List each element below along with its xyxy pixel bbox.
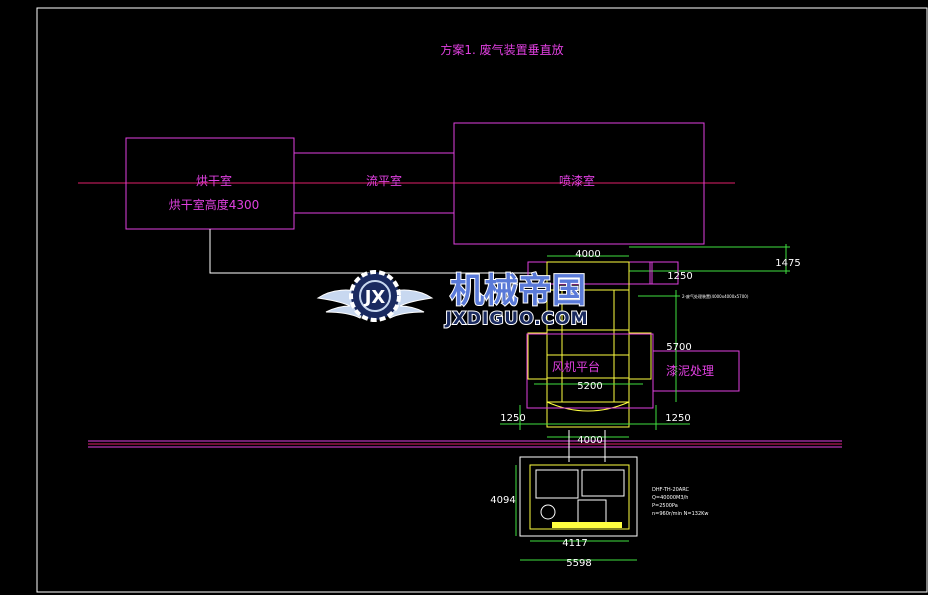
tower-side-box-left: [527, 332, 548, 380]
dim-upper-height: 1250: [667, 271, 692, 282]
sludge-treatment-box: [652, 350, 740, 392]
dim-unit-height: 4094: [490, 495, 515, 506]
spray-room-box: [453, 122, 705, 245]
upper-module-box-2: [649, 261, 679, 285]
spray-room-label: 喷漆室: [559, 173, 595, 188]
fan-base-plate: [552, 522, 622, 528]
tower-side-box-right: [628, 332, 652, 380]
leader-note: 2-废气处理装置(4000x4000x5700): [682, 293, 749, 299]
dim-base-width: 4000: [577, 435, 602, 446]
dim-left-ext: 1250: [500, 413, 525, 424]
watermark-domain: JXDIGUO.COM: [444, 309, 588, 329]
dim-top-width: 4000: [575, 249, 600, 260]
fan-unit-inner: [529, 464, 630, 530]
dim-mid-width: 5200: [577, 381, 602, 392]
fan-spec-line-3: P=2500Pa: [652, 503, 678, 509]
drawing-title: 方案1. 废气装置垂直放: [440, 42, 563, 57]
fan-spec-line-2: Q=40000M3/h: [652, 495, 688, 501]
fan-spec-line-1: DHF-TH-20ARC: [652, 487, 689, 493]
fan-motor-box: [535, 469, 579, 499]
leveling-room-label: 流平室: [366, 173, 402, 188]
drawing-frame: [36, 7, 928, 593]
sludge-treatment-label: 漆泥处理: [666, 364, 714, 378]
dim-unit-inner-width: 4117: [562, 538, 587, 549]
fan-unit-outer: [519, 456, 638, 537]
watermark-brand-name: 机械帝国: [450, 271, 586, 311]
gear-monogram-icon: JX: [363, 287, 386, 308]
fan-platform-label: 风机平台: [552, 359, 600, 374]
dim-unit-width: 5598: [566, 558, 591, 569]
gear-inner-icon: [359, 280, 391, 312]
fan-housing-box: [581, 469, 625, 497]
drying-room-label: 烘干室: [196, 173, 232, 188]
tower-body: [546, 261, 630, 403]
fan-spec-line-4: n=960r/min N=132Kw: [652, 511, 709, 517]
drying-room-height-label: 烘干室高度4300: [169, 197, 260, 212]
fan-impeller-box: [577, 499, 607, 525]
exhaust-duct: [209, 229, 532, 274]
watermark-logo: JX: [316, 270, 434, 322]
dim-right-offset: 1475: [775, 258, 800, 269]
tower-hopper-2: [546, 402, 630, 428]
motor-icon: [540, 504, 556, 520]
tower-hopper: [546, 401, 630, 412]
dim-tower-height: 5700: [666, 342, 691, 353]
dim-right-ext: 1250: [665, 413, 690, 424]
